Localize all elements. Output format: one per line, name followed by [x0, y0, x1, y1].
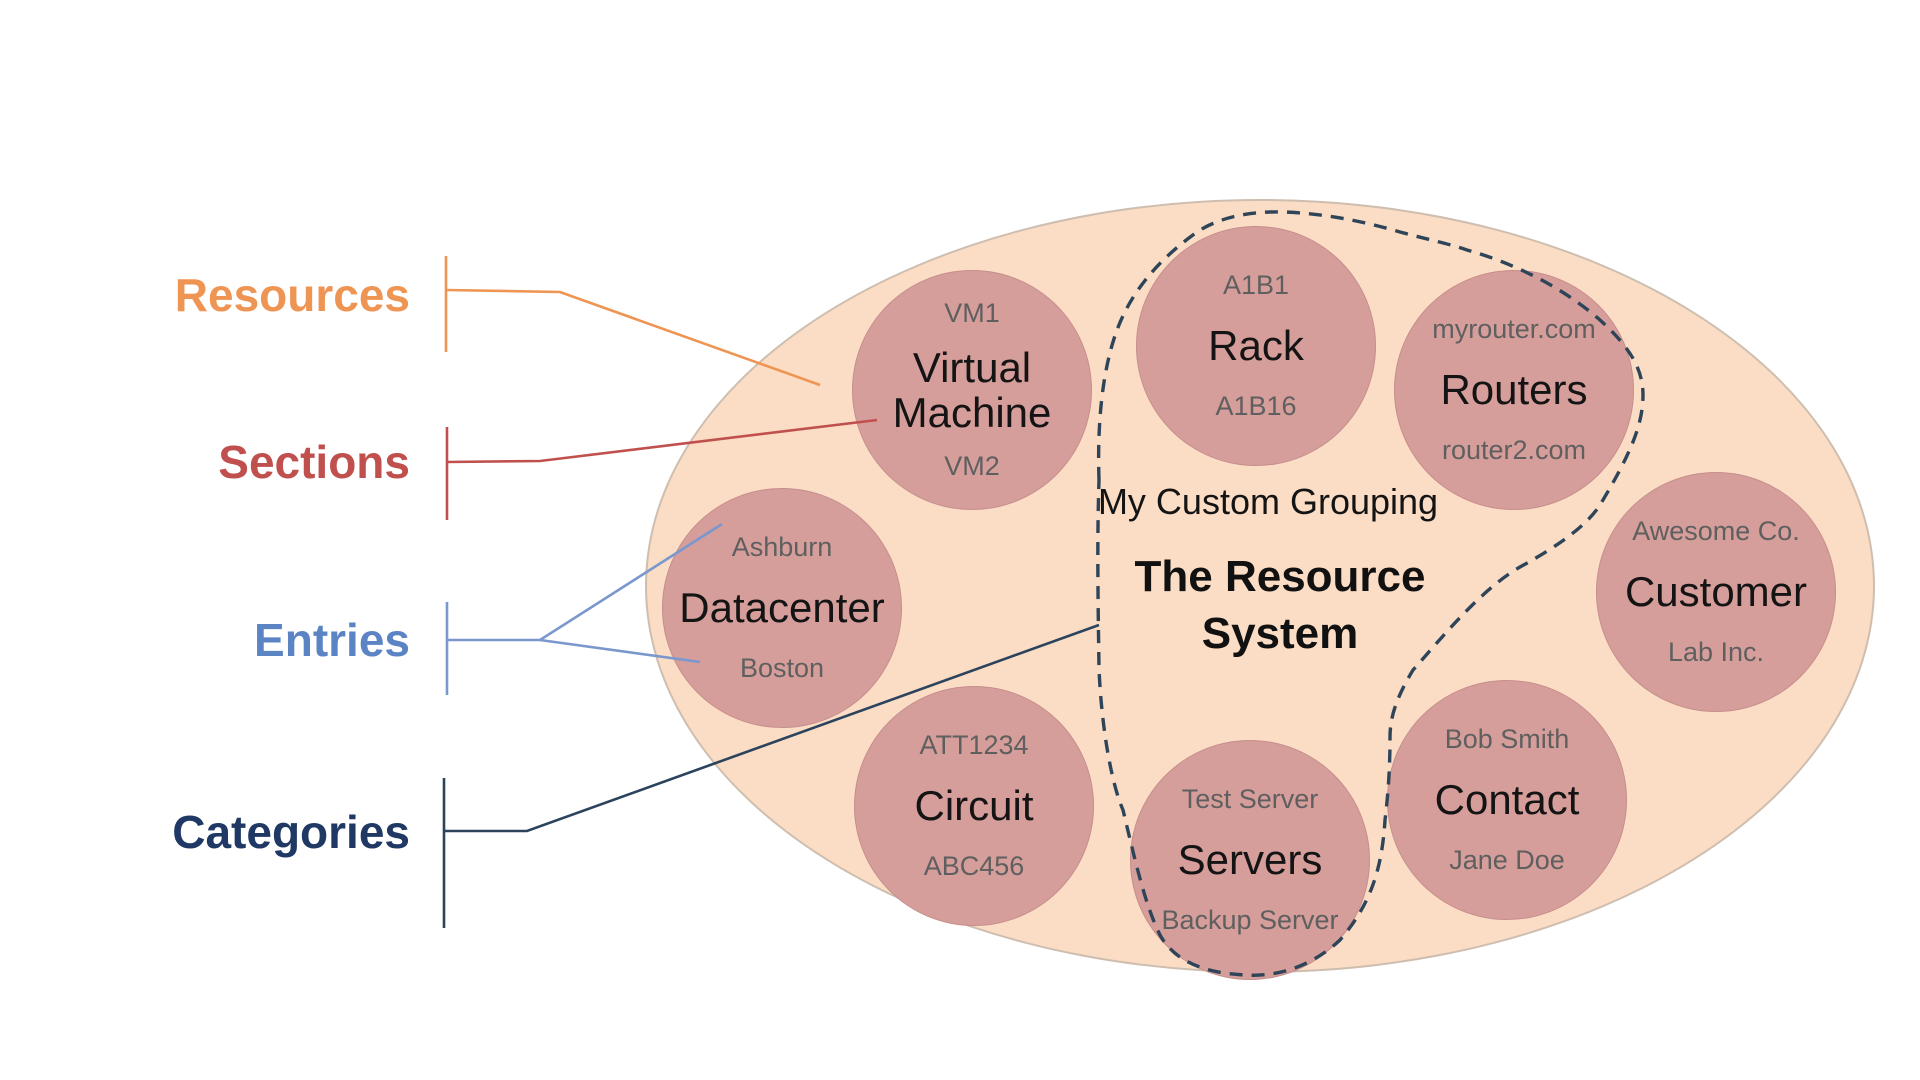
entry-label: VM2 [944, 451, 1000, 482]
entry-label: A1B1 [1222, 270, 1290, 301]
legend-label-sections: Sections [218, 436, 410, 488]
category-label: Rack [1208, 322, 1304, 370]
legend-label-categories: Categories [172, 806, 410, 858]
entry-label: Lab Inc. [1667, 636, 1765, 667]
category-label: Routers [1440, 366, 1588, 414]
entry-label: Awesome Co. [1632, 516, 1800, 547]
category-label: Virtual Machine [892, 343, 1052, 436]
entry-label: Jane Doe [1449, 844, 1565, 875]
category-circle-routers: myrouter.com Routers router2.com [1394, 270, 1634, 510]
category-circle-customer: Awesome Co. Customer Lab Inc. [1596, 472, 1836, 712]
entry-label: ABC456 [923, 850, 1025, 881]
diagram-title: The Resource System [1135, 548, 1426, 662]
category-label: Datacenter [679, 584, 885, 632]
category-circle-servers: Test Server Servers Backup Server [1130, 740, 1370, 980]
category-circle-datacenter: Ashburn Datacenter Boston [662, 488, 902, 728]
legend-label-resources: Resources [174, 269, 410, 321]
entry-label: Bob Smith [1444, 724, 1570, 755]
entry-label: router2.com [1441, 434, 1587, 465]
entry-label: Test Server [1181, 784, 1319, 815]
category-label: Contact [1434, 776, 1580, 824]
legend-label-entries: Entries [254, 614, 410, 666]
category-circle-virtual-machine: VM1 Virtual Machine VM2 [852, 270, 1092, 510]
category-circle-circuit: ATT1234 Circuit ABC456 [854, 686, 1094, 926]
entry-label: A1B16 [1215, 390, 1297, 421]
entry-label: myrouter.com [1432, 314, 1596, 345]
custom-grouping-label: My Custom Grouping [1097, 481, 1439, 522]
diagram-title-line1: The Resource [1134, 551, 1426, 601]
diagram-title-line2: System [1201, 609, 1359, 658]
category-label: Customer [1624, 568, 1808, 616]
entry-label: Ashburn [731, 532, 833, 563]
category-circle-rack: A1B1 Rack A1B16 [1136, 226, 1376, 466]
category-label: Circuit [914, 782, 1034, 830]
entry-label: Boston [739, 652, 825, 683]
entry-label: ATT1234 [919, 730, 1029, 761]
category-label: Servers [1177, 836, 1323, 884]
entry-label: VM1 [944, 297, 1000, 328]
category-circle-contact: Bob Smith Contact Jane Doe [1387, 680, 1627, 920]
entry-label: Backup Server [1161, 904, 1339, 935]
